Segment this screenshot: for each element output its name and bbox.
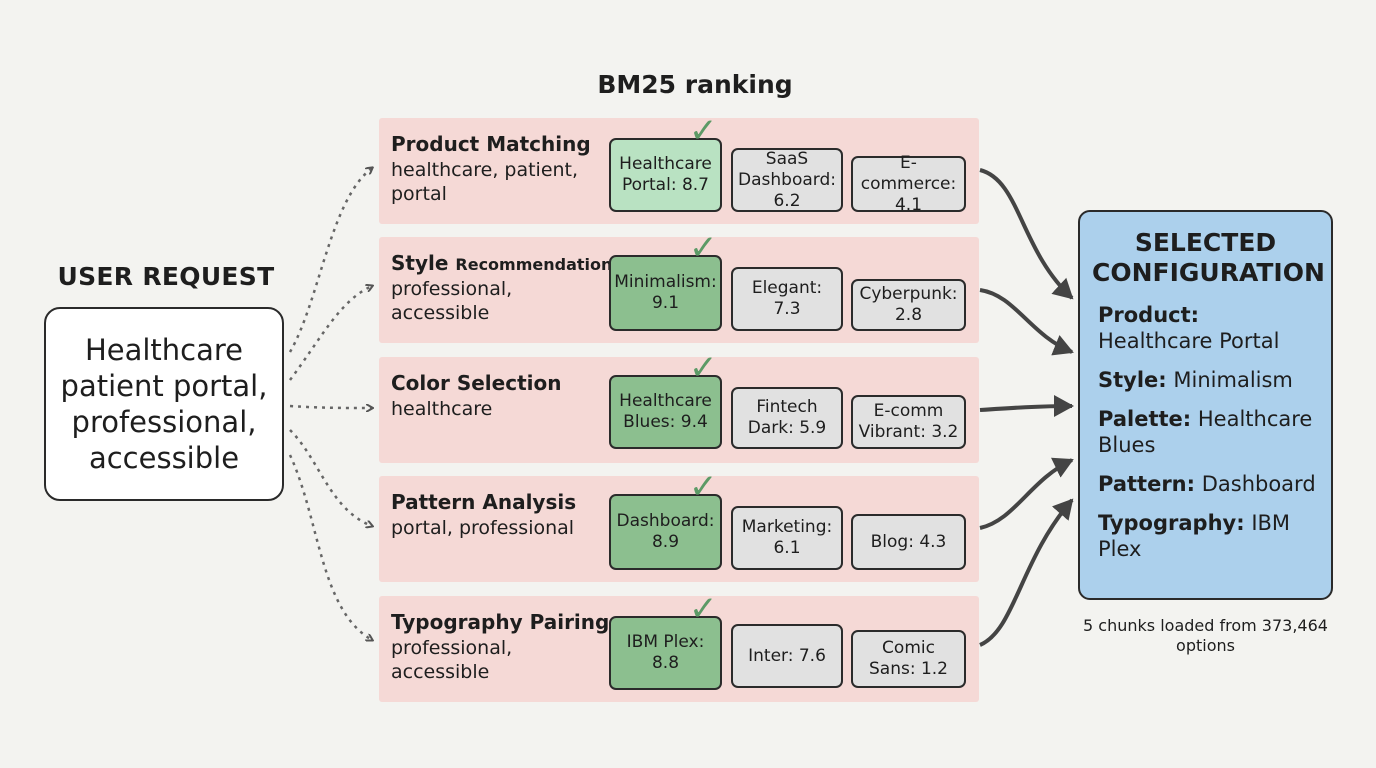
option-label: SaaS Dashboard: 6.2 [738,148,836,211]
option-winner: ✓ Minimalism: 9.1 [609,231,722,331]
option-label: Dashboard: 8.9 [616,511,715,552]
arrow-color-to-result [979,395,1074,418]
stage-keywords: portal, professional [391,517,575,539]
checkmark-icon: ✓ [689,228,718,268]
checkmark-icon: ✓ [689,467,718,507]
option-winner: ✓ IBM Plex: 8.8 [609,592,722,690]
option: E-comm Vibrant: 3.2 [851,395,966,449]
stage-pattern-analysis: Pattern Analysis portal, professional ✓ … [379,470,979,582]
stage-keywords: professional, accessible [391,278,513,324]
option: Marketing: 6.1 [731,506,843,570]
option-winner: ✓ Healthcare Blues: 9.4 [609,351,722,449]
dotted-arrow-product [288,168,372,353]
stage-title: Color Selection [391,371,562,395]
dotted-arrow-style [288,286,372,381]
checkmark-icon: ✓ [689,589,718,629]
result-product: Product: Healthcare Portal [1098,303,1280,353]
user-request-box: Healthcare patient portal, professional,… [44,307,284,501]
option-label: Minimalism: 9.1 [614,272,717,313]
option: Inter: 7.6 [731,624,843,688]
option-label: Blog: 4.3 [870,531,947,552]
stage-title: Product Matching [391,132,591,156]
checkmark-icon: ✓ [689,348,718,388]
footnote: 5 chunks loaded from 373,464 options [1083,616,1328,655]
arrow-style-to-result [979,288,1074,356]
option: SaaS Dashboard: 6.2 [731,148,843,212]
option-label: E-commerce: 4.1 [860,152,957,215]
option-label: IBM Plex: 8.8 [626,632,705,673]
option-label: Comic Sans: 1.2 [868,638,948,679]
dotted-arrow-typography [288,454,372,640]
option: Comic Sans: 1.2 [851,630,966,688]
option-label: Elegant: 7.3 [751,278,823,319]
arrow-pattern-to-result [979,457,1074,530]
stage-keywords: healthcare, patient, portal [391,159,579,205]
stage-title: Typography Pairing [391,610,610,634]
ranking-title: BM25 ranking [597,70,793,99]
option-winner: ✓ Dashboard: 8.9 [609,470,722,570]
stage-keywords: healthcare [391,398,493,420]
option-label: E-comm Vibrant: 3.2 [858,401,959,442]
user-request-title: USER REQUEST [57,262,275,291]
stage-color-selection: Color Selection healthcare ✓ Healthcare … [379,351,979,463]
stage-typography-pairing: Typography Pairing professional, accessi… [379,592,979,702]
dotted-arrow-pattern [289,429,372,526]
stage-keywords: professional, accessible [391,637,513,683]
option: Elegant: 7.3 [731,267,843,331]
result-typography: Typography: IBM Plex [1098,511,1291,561]
option-label: Healthcare Blues: 9.4 [619,391,712,432]
dotted-arrow-color [289,406,372,408]
stage-title: Pattern Analysis [391,490,577,514]
option-label: Marketing: 6.1 [741,517,833,558]
arrow-typography-to-result [979,498,1074,647]
option: E-commerce: 4.1 [851,153,966,215]
option-label: Healthcare Portal: 8.7 [619,154,712,195]
stage-title: Style Recommendations [391,251,622,275]
result-palette: Palette: Healthcare Blues [1098,407,1313,457]
result-pattern: Pattern: Dashboard [1098,472,1316,496]
option-winner: ✓ Healthcare Portal: 8.7 [609,114,722,212]
stage-style-recommendations: Style Recommendations professional, acce… [379,231,979,343]
arrow-product-to-result [979,168,1074,300]
selected-configuration-box: SELECTED CONFIGURATION Product: Healthca… [1078,210,1333,600]
checkmark-icon: ✓ [689,111,718,151]
result-style: Style: Minimalism [1098,368,1293,392]
option: Cyberpunk: 2.8 [851,279,966,331]
option: Blog: 4.3 [851,514,966,570]
option: Fintech Dark: 5.9 [731,387,843,449]
option-label: Cyberpunk: 2.8 [859,284,958,325]
option-label: Fintech Dark: 5.9 [747,397,827,438]
option-label: Inter: 7.6 [748,645,826,666]
stage-product-matching: Product Matching healthcare, patient, po… [379,114,979,224]
result-title: SELECTED CONFIGURATION [1092,228,1325,287]
